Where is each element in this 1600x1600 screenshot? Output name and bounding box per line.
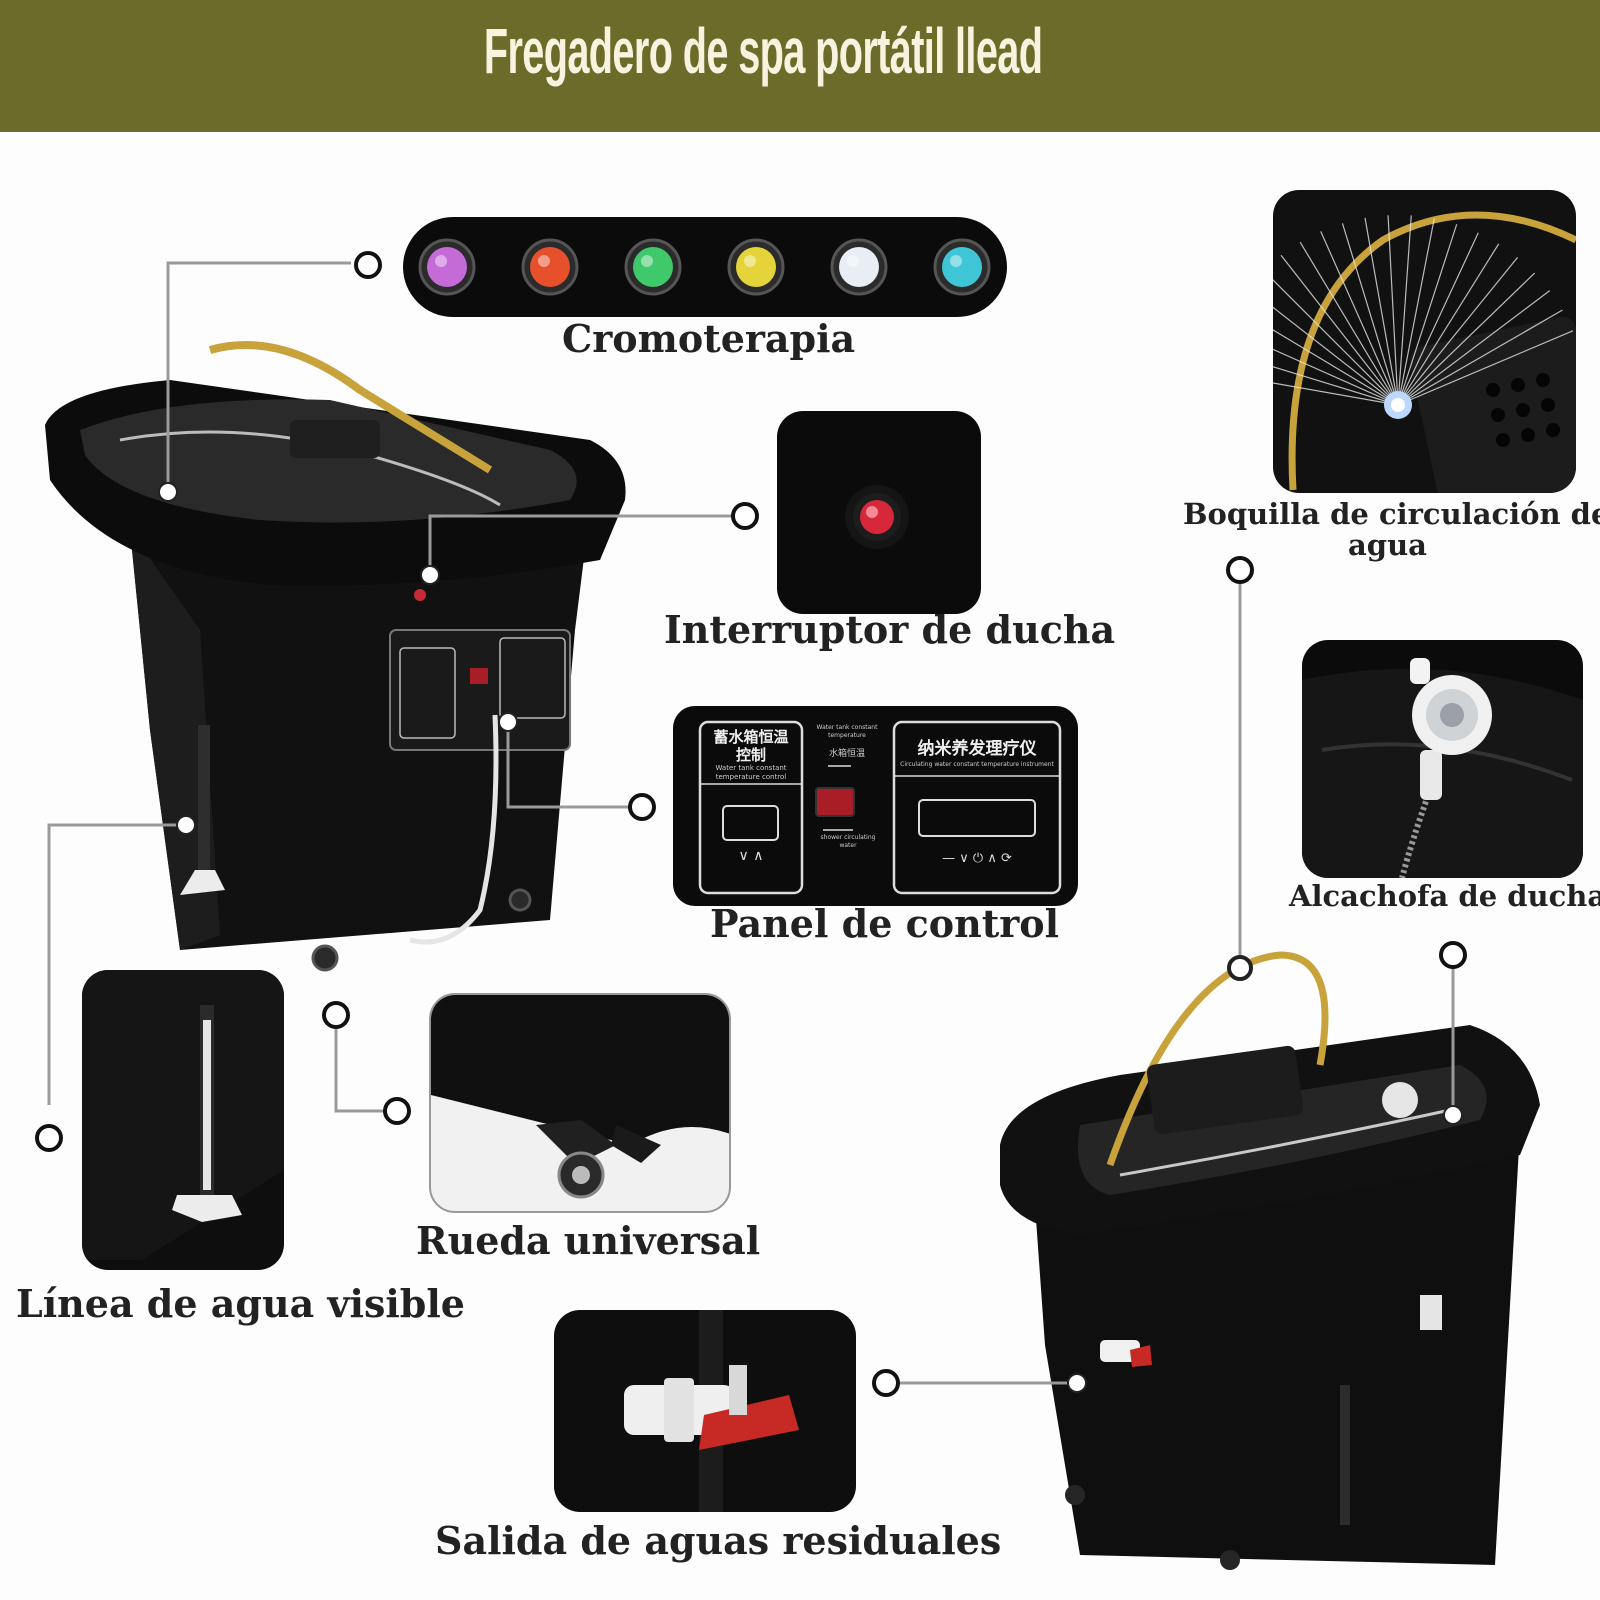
svg-text:— ∨ ⏻ ∧ ⟳: — ∨ ⏻ ∧ ⟳ [942,851,1012,866]
svg-text:∨ ∧: ∨ ∧ [739,848,764,864]
label-shower-head: Alcachofa de ducha [1289,879,1600,913]
cp-right-en: Circulating water constant temperature i… [900,761,1054,768]
water-line-graphic [82,970,284,1260]
cp-center-top: Water tank constant temperature [816,724,878,739]
side-basin-illustration [1000,951,1540,1570]
waste-outlet-photo [554,1310,856,1512]
cp-left-cn: 蓄水箱恒温控制 [713,728,789,764]
label-control-panel: Panel de control [710,901,1060,946]
cp-center-cn: 水箱恒温 [828,749,865,759]
main-basin-illustration [45,341,626,972]
led-light [830,238,888,296]
wheel-graphic [431,995,729,1199]
label-chromotherapy: Cromoterapia [562,316,856,361]
control-panel-graphic: ∨ ∧ — ∨ ⏻ ∧ ⟳ [698,720,1062,895]
page-title: Fregadero de spa portátil llead [483,15,1043,87]
water-line-photo [82,970,284,1270]
label-nozzle-1: Boquilla de circulación de [1183,497,1600,531]
label-nozzle-2: agua [1348,528,1427,562]
control-panel-photo: ∨ ∧ — ∨ ⏻ ∧ ⟳ 蓄水箱恒温控制 Water tank constan… [673,706,1078,906]
waste-valve-graphic [624,1310,799,1512]
red-switch-icon [845,485,909,549]
cp-center-bottom: shower circulating water [820,834,876,849]
led-light [624,238,682,296]
shower-head-graphic [1302,658,1583,878]
led-strip [403,217,1007,317]
nozzle-photo [1273,190,1576,493]
label-shower-switch: Interruptor de ducha [664,607,1116,652]
cp-right-cn: 纳米养发理疗仪 [917,739,1037,759]
wheel-photo [429,993,731,1213]
led-light [418,238,476,296]
led-light [727,238,785,296]
label-waste-outlet: Salida de aguas residuales [435,1518,1002,1563]
label-universal-wheel: Rueda universal [416,1218,761,1263]
led-lights [418,238,991,296]
title-banner: Fregadero de spa portátil llead [0,0,1600,132]
led-light [933,238,991,296]
label-water-line: Línea de agua visible [16,1281,465,1326]
cp-left-en: Water tank constant temperature control [715,764,787,781]
nozzle-spray-graphic [1273,211,1576,493]
shower-switch-photo [777,411,981,614]
shower-head-photo [1302,640,1583,878]
led-light [521,238,579,296]
